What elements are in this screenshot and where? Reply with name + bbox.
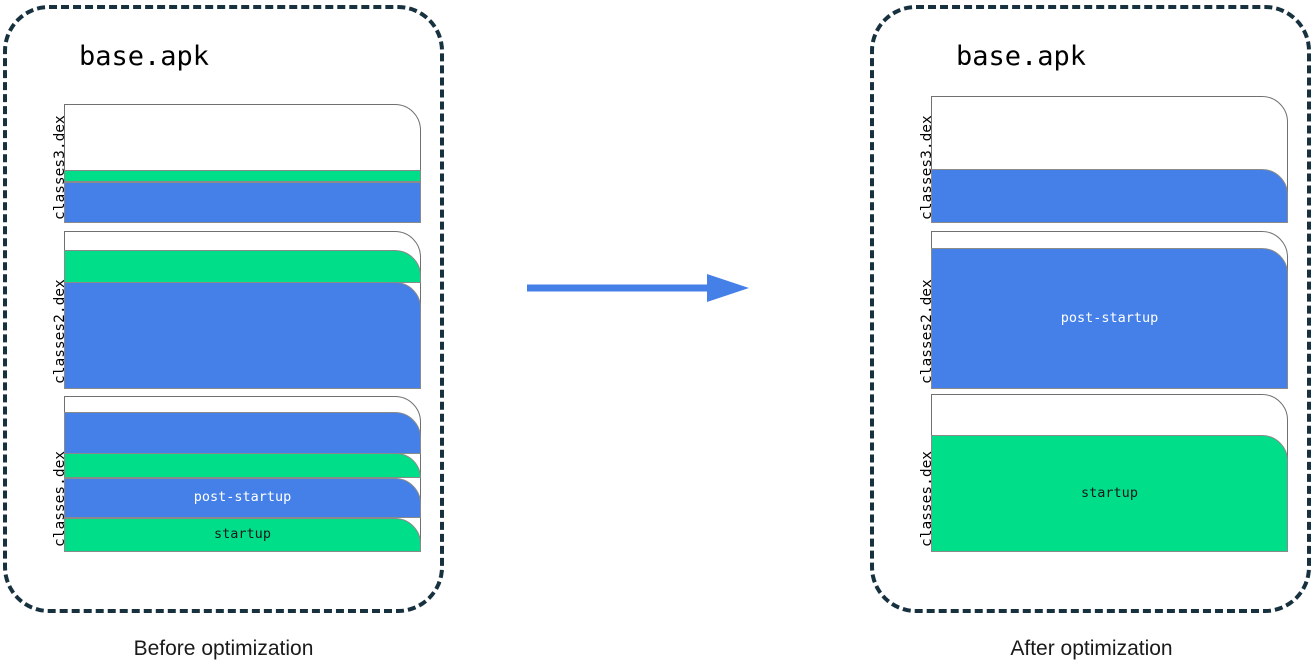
segment-label: startup [214, 526, 271, 543]
optimization-arrow [527, 272, 749, 304]
segment-post-startup-labeled: post-startup [64, 478, 421, 518]
segment-post-startup [931, 169, 1288, 223]
segment-post-startup-labeled: post-startup [931, 248, 1288, 389]
segment-post-startup [64, 282, 421, 389]
dex-block-after-classes2: post-startup [931, 231, 1288, 389]
segment-startup [64, 453, 421, 478]
apk-title-after: base.apk [956, 41, 1087, 72]
caption-after: After optimization [1010, 637, 1173, 660]
segment-post-startup [64, 412, 421, 454]
segment-label: post-startup [1060, 309, 1159, 326]
dex-block-before-classes: post-startup startup [64, 396, 421, 552]
segment-post-startup [64, 182, 421, 223]
segment-startup-labeled: startup [931, 435, 1288, 552]
dex-block-before-classes3 [64, 104, 421, 223]
segment-startup [64, 170, 421, 182]
dex-block-after-classes: startup [931, 394, 1288, 552]
segment-startup [64, 250, 421, 283]
segment-label: startup [1081, 484, 1138, 501]
caption-before: Before optimization [133, 637, 314, 660]
dex-block-after-classes3 [931, 96, 1288, 223]
segment-startup-labeled: startup [64, 518, 421, 552]
apk-title-before: base.apk [79, 41, 210, 72]
segment-label: post-startup [193, 489, 292, 506]
arrow-icon [527, 274, 749, 302]
dex-block-before-classes2 [64, 231, 421, 389]
